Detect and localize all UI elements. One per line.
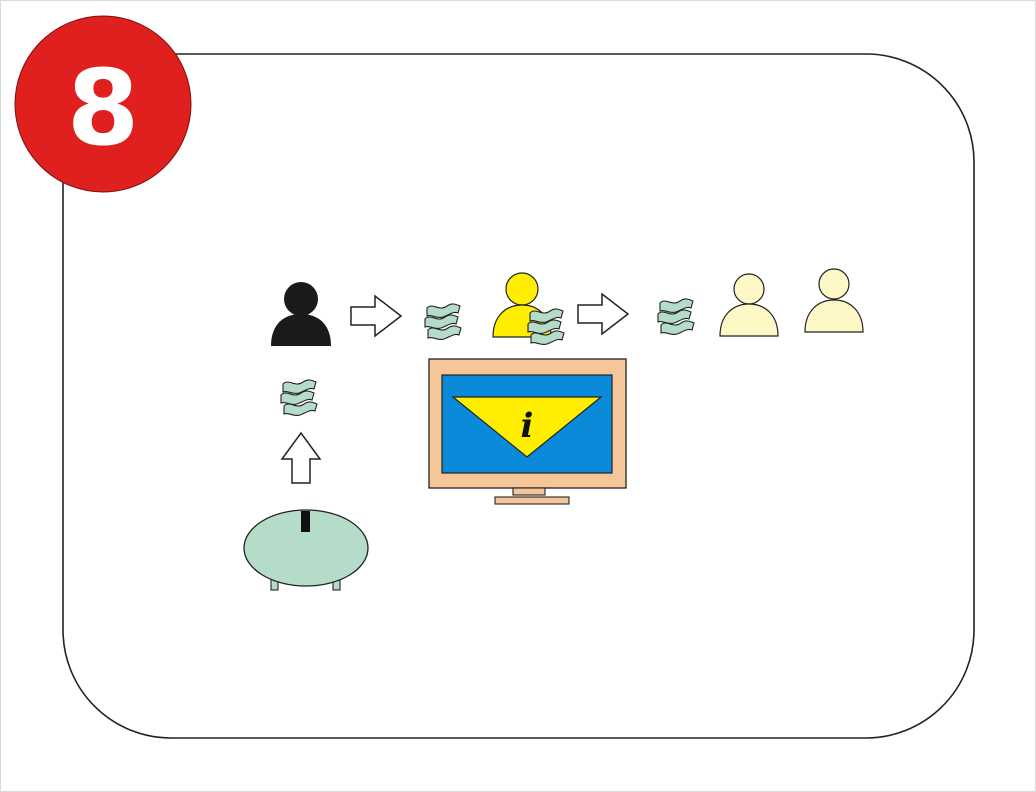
monitor-stand	[494, 496, 570, 505]
money-icon	[658, 299, 694, 335]
arrow-right-icon	[350, 294, 403, 338]
monitor-icon: i	[428, 358, 627, 505]
arrow-right-icon	[577, 292, 630, 336]
monitor-neck	[512, 487, 546, 496]
info-icon	[451, 396, 603, 458]
info-letter: i	[521, 406, 534, 446]
piggy-bank-icon	[243, 509, 369, 591]
money-icon	[281, 380, 317, 416]
step-number: 8	[67, 47, 139, 169]
money-icon	[425, 304, 461, 340]
step-badge-circle	[14, 15, 192, 193]
step-badge: 8	[14, 15, 192, 193]
diagram-frame	[62, 53, 975, 739]
person-icon	[271, 282, 331, 346]
person-icon	[719, 273, 779, 337]
person-icon	[804, 268, 864, 333]
money-icon	[528, 309, 564, 345]
arrow-up-icon	[280, 431, 322, 484]
